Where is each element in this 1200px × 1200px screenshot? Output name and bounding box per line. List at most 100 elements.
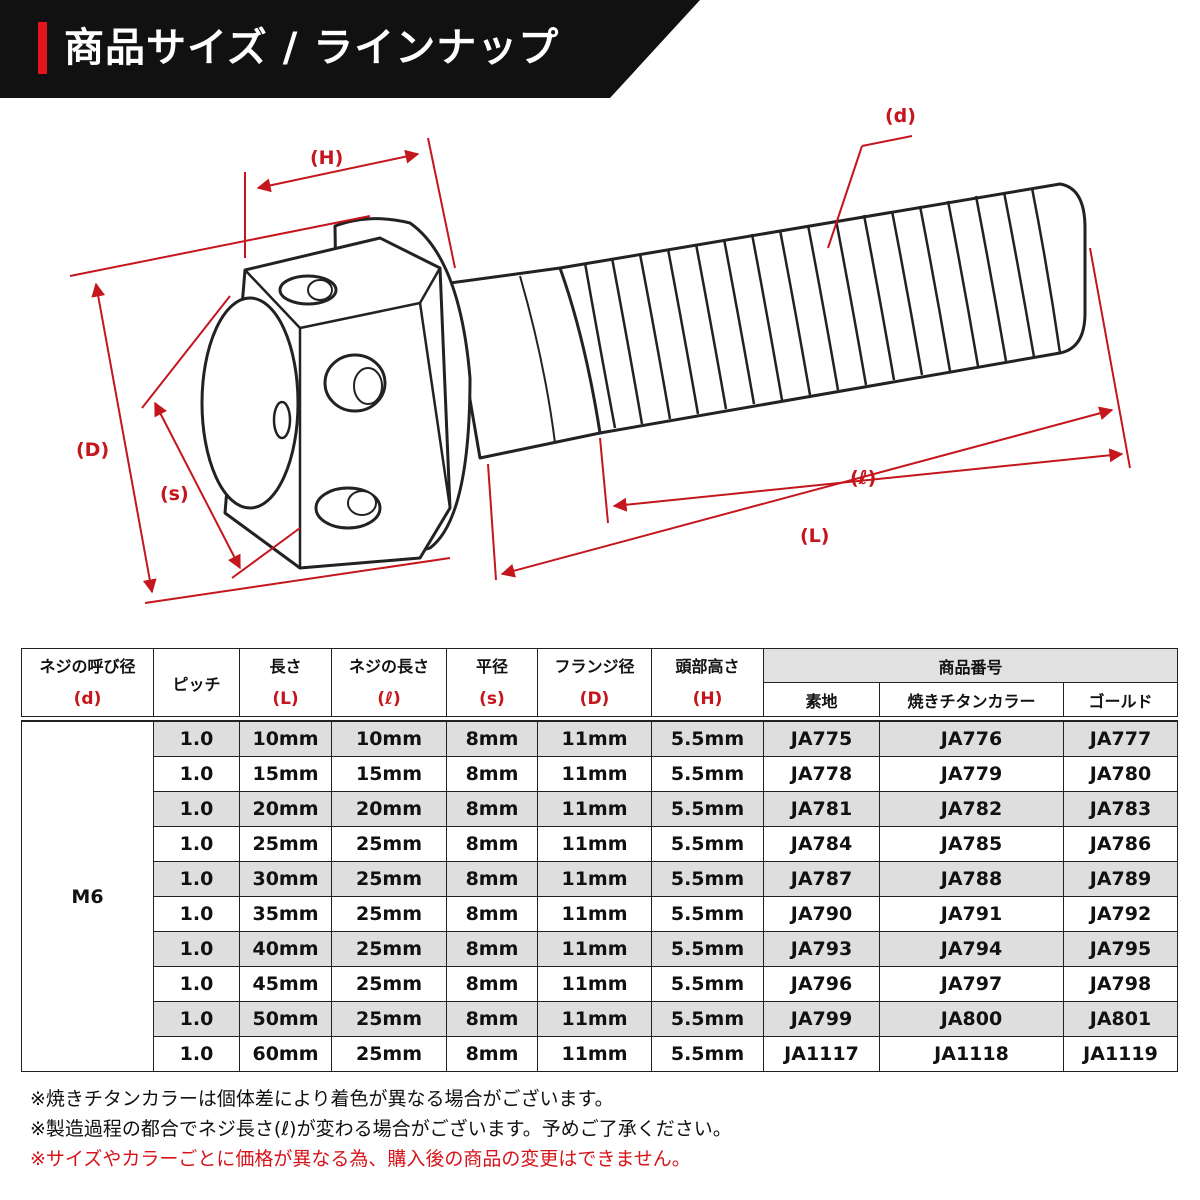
cell-raw: JA793 — [763, 931, 880, 967]
cell-flat: 8mm — [446, 720, 538, 757]
cell-pitch: 1.0 — [153, 861, 240, 897]
cell-flat: 8mm — [446, 1036, 538, 1072]
cell-length: 60mm — [239, 1036, 332, 1072]
cell-gold: JA798 — [1063, 966, 1178, 1002]
cell-length: 50mm — [239, 1001, 332, 1037]
cell-gold: JA792 — [1063, 896, 1178, 932]
cell-thread-len: 20mm — [331, 791, 447, 827]
cell-length: 30mm — [239, 861, 332, 897]
spec-table: ネジの呼び径 (d) ピッチ 長さ (L) ネジの長さ (ℓ) 平径 (s) フ… — [21, 648, 1178, 1072]
notes: ※焼きチタンカラーは個体差により着色が異なる場合がございます。 ※製造過程の都合… — [30, 1084, 1180, 1174]
cell-length: 45mm — [239, 966, 332, 1002]
cell-burnt: JA794 — [879, 931, 1064, 967]
cell-pitch: 1.0 — [153, 826, 240, 862]
cell-thread-len: 15mm — [331, 756, 447, 792]
page-title: 商品サイズ / ラインナップ — [64, 25, 560, 71]
cell-pitch: 1.0 — [153, 756, 240, 792]
cell-gold: JA786 — [1063, 826, 1178, 862]
cell-flange: 11mm — [537, 896, 652, 932]
cell-head: 5.5mm — [651, 791, 764, 827]
cell-gold: JA801 — [1063, 1001, 1178, 1037]
cell-flange: 11mm — [537, 966, 652, 1002]
cell-head: 5.5mm — [651, 756, 764, 792]
cell-raw: JA1117 — [763, 1036, 880, 1072]
header-product-no: 商品番号 — [763, 648, 1178, 683]
note-3: ※サイズやカラーごとに価格が異なる為、購入後の商品の変更はできません。 — [30, 1148, 691, 1170]
banner-background — [0, 0, 700, 98]
cell-raw: JA787 — [763, 861, 880, 897]
cell-length: 35mm — [239, 896, 332, 932]
note-1: ※焼きチタンカラーは個体差により着色が異なる場合がございます。 — [30, 1088, 614, 1110]
note-2: ※製造過程の都合でネジ長さ(ℓ)が変わる場合がございます。予めご了承ください。 — [30, 1118, 732, 1140]
size-cell: M6 — [21, 720, 154, 1072]
cell-flat: 8mm — [446, 896, 538, 932]
label-L: (L) — [800, 525, 829, 547]
header-flat: 平径 (s) — [446, 648, 538, 717]
label-D: (D) — [76, 439, 109, 461]
banner-accent-bar — [38, 22, 47, 74]
cell-raw: JA775 — [763, 720, 880, 757]
cell-pitch: 1.0 — [153, 966, 240, 1002]
cell-burnt: JA797 — [879, 966, 1064, 1002]
cell-raw: JA799 — [763, 1001, 880, 1037]
cell-head: 5.5mm — [651, 1001, 764, 1037]
cell-thread-len: 25mm — [331, 826, 447, 862]
cell-pitch: 1.0 — [153, 1036, 240, 1072]
cell-length: 20mm — [239, 791, 332, 827]
cell-head: 5.5mm — [651, 966, 764, 1002]
cell-flange: 11mm — [537, 1001, 652, 1037]
cell-length: 15mm — [239, 756, 332, 792]
bolt-diagram: (H) (d) (D) (s) (ℓ) (L) — [0, 98, 1200, 638]
cell-flat: 8mm — [446, 826, 538, 862]
bolt-illustration: (H) (d) (D) (s) (ℓ) (L) — [69, 105, 1131, 604]
cell-flat: 8mm — [446, 756, 538, 792]
cell-gold: JA777 — [1063, 720, 1178, 757]
cell-raw: JA790 — [763, 896, 880, 932]
cell-thread-len: 25mm — [331, 861, 447, 897]
cell-raw: JA778 — [763, 756, 880, 792]
header-raw: 素地 — [763, 682, 880, 717]
cell-head: 5.5mm — [651, 861, 764, 897]
cell-length: 10mm — [239, 720, 332, 757]
cell-burnt: JA788 — [879, 861, 1064, 897]
cell-thread-len: 25mm — [331, 1036, 447, 1072]
cell-flat: 8mm — [446, 966, 538, 1002]
cell-head: 5.5mm — [651, 931, 764, 967]
cell-burnt: JA782 — [879, 791, 1064, 827]
header-thread: ネジの呼び径 (d) — [21, 648, 154, 717]
dimension-labels: (H) (d) (D) (s) (ℓ) (L) — [76, 105, 916, 547]
cell-raw: JA796 — [763, 966, 880, 1002]
cell-pitch: 1.0 — [153, 1001, 240, 1037]
header-head: 頭部高さ (H) — [651, 648, 764, 717]
cell-head: 5.5mm — [651, 896, 764, 932]
dimension-lines — [69, 135, 1131, 604]
cell-thread-len: 25mm — [331, 896, 447, 932]
cell-length: 40mm — [239, 931, 332, 967]
bolt-drawing — [200, 182, 1087, 570]
header-thread-length: ネジの長さ (ℓ) — [331, 648, 447, 717]
cell-pitch: 1.0 — [153, 720, 240, 757]
cell-burnt: JA779 — [879, 756, 1064, 792]
cell-gold: JA1119 — [1063, 1036, 1178, 1072]
cell-flat: 8mm — [446, 931, 538, 967]
header-pitch: ピッチ — [153, 648, 240, 717]
cell-burnt: JA785 — [879, 826, 1064, 862]
cell-burnt: JA800 — [879, 1001, 1064, 1037]
thread-lines — [583, 187, 1062, 429]
cell-gold: JA783 — [1063, 791, 1178, 827]
cell-flange: 11mm — [537, 756, 652, 792]
header-flange: フランジ径 (D) — [537, 648, 652, 717]
cell-burnt: JA776 — [879, 720, 1064, 757]
header-gold: ゴールド — [1063, 682, 1178, 717]
cell-flange: 11mm — [537, 861, 652, 897]
cell-length: 25mm — [239, 826, 332, 862]
cell-thread-len: 25mm — [331, 931, 447, 967]
cell-gold: JA789 — [1063, 861, 1178, 897]
